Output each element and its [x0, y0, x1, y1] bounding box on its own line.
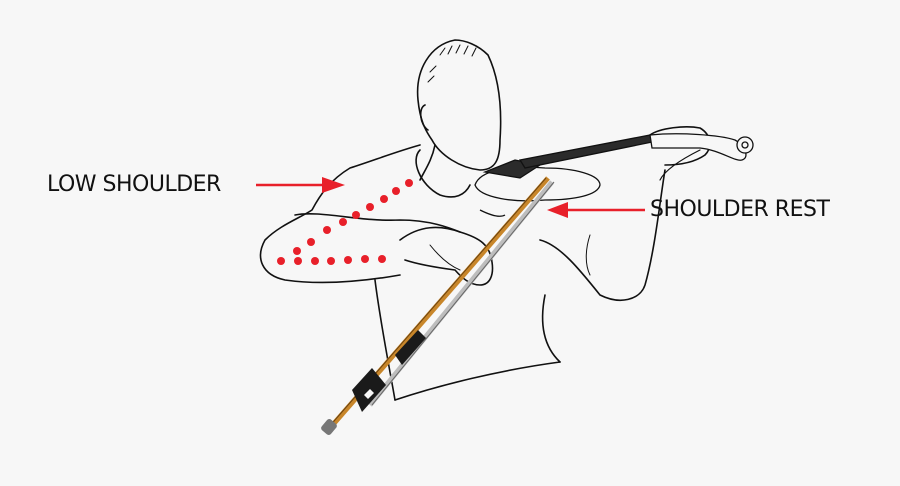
low-shoulder-dots	[277, 179, 413, 265]
bow-hand	[399, 226, 494, 286]
shoulder-rest-label: SHOULDER REST	[650, 197, 830, 222]
torso-right	[541, 294, 561, 363]
shoulder-outline	[259, 144, 421, 284]
shoulder-rest-arrow	[547, 202, 645, 218]
violin-arm	[539, 169, 666, 301]
torso-bottom	[394, 361, 561, 401]
low-shoulder-label: LOW SHOULDER	[47, 172, 221, 197]
upper-arm-crease	[294, 212, 461, 233]
bow	[321, 176, 555, 435]
ear	[419, 104, 429, 131]
torso-left	[374, 279, 396, 401]
violin	[474, 133, 754, 217]
head-outline	[416, 39, 502, 171]
neck-outline	[419, 144, 436, 181]
low-shoulder-arrow	[256, 177, 345, 193]
collar	[415, 149, 471, 198]
